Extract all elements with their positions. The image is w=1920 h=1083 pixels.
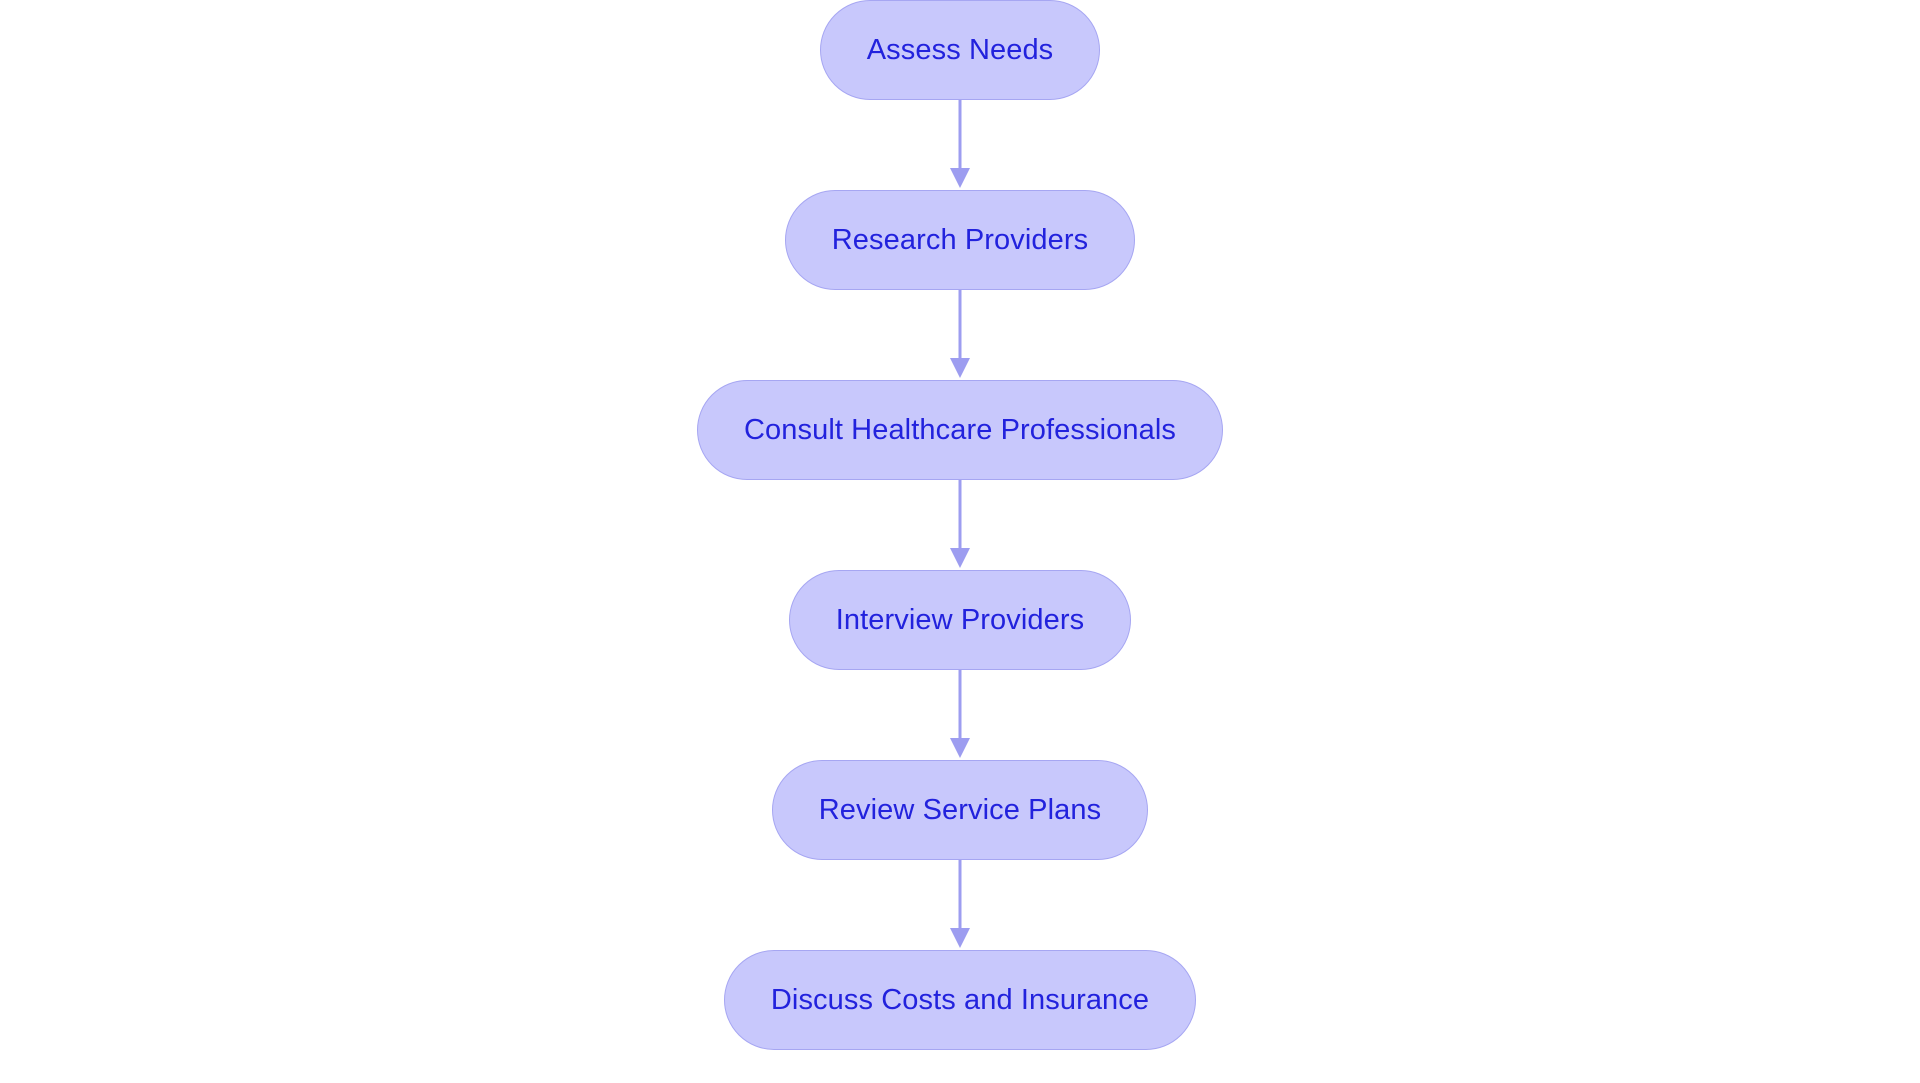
flow-node-discuss-costs-and-insurance[interactable]: Discuss Costs and Insurance	[723, 950, 1197, 1050]
flow-node-assess-needs[interactable]: Assess Needs	[819, 0, 1101, 100]
flow-arrow-4	[950, 670, 970, 758]
flow-arrow-3	[950, 480, 970, 568]
flow-arrow-2	[950, 290, 970, 378]
flow-node-interview-providers[interactable]: Interview Providers	[788, 570, 1132, 670]
flow-node-review-service-plans[interactable]: Review Service Plans	[771, 760, 1149, 860]
flow-node-consult-healthcare-professionals[interactable]: Consult Healthcare Professionals	[697, 380, 1223, 480]
flow-node-label: Consult Healthcare Professionals	[744, 413, 1176, 446]
flow-node-label: Interview Providers	[835, 603, 1085, 636]
flow-node-label: Review Service Plans	[818, 793, 1102, 826]
flow-node-label: Assess Needs	[866, 33, 1054, 66]
flow-node-label: Research Providers	[831, 223, 1089, 256]
flow-arrow-1	[950, 100, 970, 188]
flow-node-label: Discuss Costs and Insurance	[770, 983, 1150, 1016]
flow-node-research-providers[interactable]: Research Providers	[784, 190, 1136, 290]
flow-arrow-5	[950, 860, 970, 948]
